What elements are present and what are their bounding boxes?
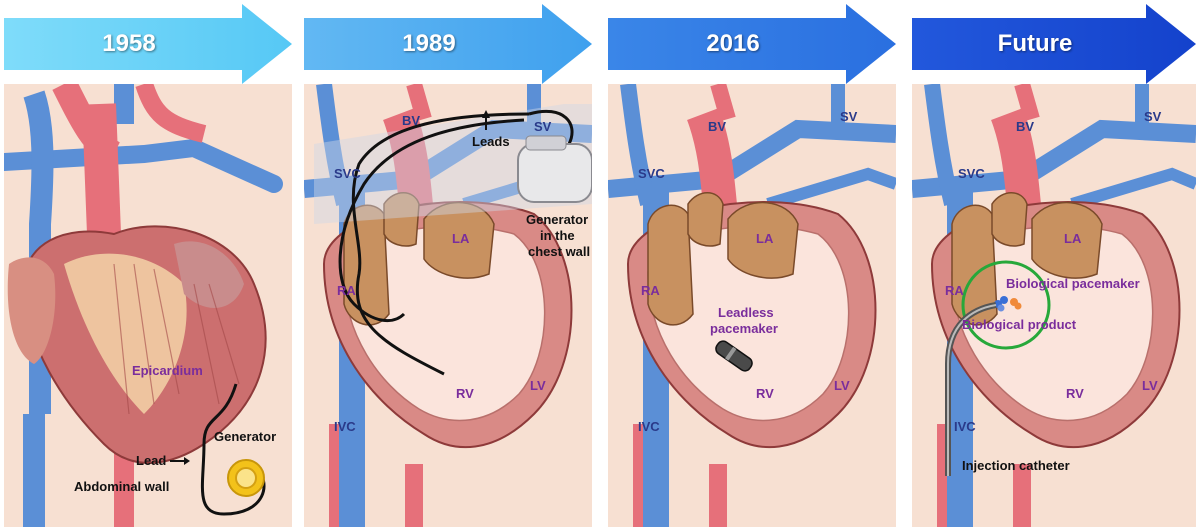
biological-pacemaker-heart-illustration [912, 84, 1196, 527]
timeline-arrow-1958: 1958 [4, 4, 292, 84]
leadless-heart-illustration [608, 84, 896, 527]
era-title: Future [997, 30, 1073, 57]
leadless-pacemaker-device [715, 340, 753, 372]
panel-2016: BV SV SVC RA LA Leadless pacemaker RV LV… [608, 84, 896, 527]
arrow-shape [4, 4, 292, 84]
panel-future: BV SV SVC RA LA Biological pacemaker Bio… [912, 84, 1196, 527]
era-title: 2016 [706, 30, 760, 57]
timeline-arrow-future: Future [912, 4, 1196, 84]
panel-1989: BV SV SVC Leads Generator in the chest w… [304, 84, 592, 527]
panel-1958: Epicardium Generator Lead Abdominal wall [4, 84, 292, 527]
epicardial-heart-illustration [4, 84, 292, 527]
era-title: 1958 [102, 30, 156, 57]
timeline-arrow-2016: 2016 [608, 4, 896, 84]
arrow-shape [304, 4, 592, 84]
arrow-shape [912, 4, 1196, 84]
era-title: 1989 [402, 30, 456, 57]
transvenous-heart-illustration [304, 84, 592, 527]
timeline-arrow-1989: 1989 [304, 4, 592, 84]
biological-pacemaker-ring [961, 260, 1051, 350]
arrow-shape [608, 4, 896, 84]
